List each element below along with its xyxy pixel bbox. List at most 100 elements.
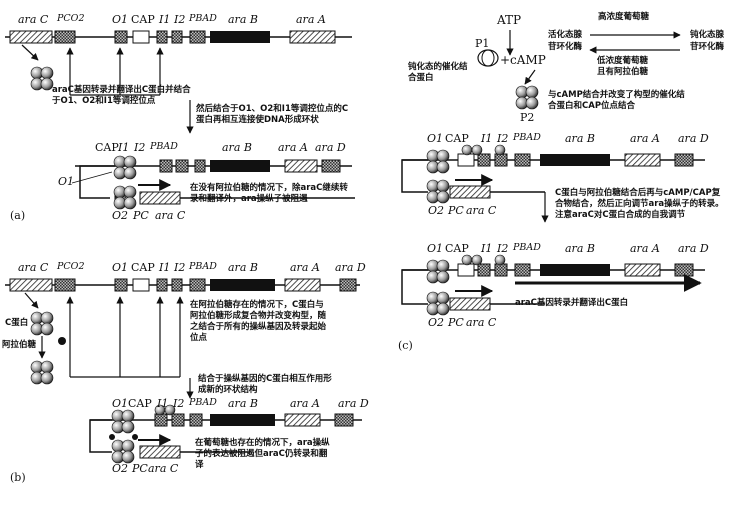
label-o1-a: O1 <box>112 13 129 26</box>
label-pc-b: PC <box>132 462 148 475</box>
label-ara-c-b: ara C <box>18 261 49 274</box>
label-i2-c1: I2 <box>497 132 509 145</box>
panel-b-tag: (b) <box>10 471 26 484</box>
protein-complex-c1 <box>426 144 506 204</box>
label-c-protein-b: C蛋白 <box>5 318 29 328</box>
gene-ara-b-box <box>210 31 270 43</box>
label-i1-c1: I1 <box>481 132 493 145</box>
panel-a-text3: 在没有阿拉伯糖的情况下，除araC继续转录和翻译外，ara操纵子被阻遏 <box>190 183 348 204</box>
label-ara-a-c1: ara A <box>630 132 660 145</box>
label-pc-c1: PC <box>448 204 464 217</box>
label-i1-a: I1 <box>159 13 171 26</box>
label-cap-a2: CAP <box>95 141 119 154</box>
gene-ara-c-box <box>9 30 53 44</box>
label-ara-d-c2: ara D <box>678 242 709 255</box>
label-binding: 与cAMP结合并改变了构型的催化结合蛋白和CAP位点结合 <box>548 90 685 111</box>
label-ara-b-b: ara B <box>228 261 258 274</box>
label-i1-b: I1 <box>159 261 171 274</box>
protein-complex-c2 <box>426 254 506 316</box>
label-pco2-a: PCO2 <box>57 13 85 24</box>
label-ara-b-c1: ara B <box>565 132 595 145</box>
gene-ara-a-box <box>289 30 336 44</box>
label-pbad-b2: PBAD <box>189 397 217 408</box>
label-cap-c2: CAP <box>445 242 469 255</box>
label-ara-a-c2: ara A <box>630 242 660 255</box>
label-pbad-c1: PBAD <box>513 132 541 143</box>
label-ara-d-a2: ara D <box>315 141 346 154</box>
label-i2-b: I2 <box>174 261 186 274</box>
panel-b-text3: 在葡萄糖也存在的情况下，ara操纵子的表达被阻遏但araC仍转录和翻译 <box>195 438 330 470</box>
panel-a-tag: (a) <box>10 209 26 222</box>
protein-complex-a <box>113 155 137 210</box>
c-protein-b-icon <box>30 311 54 336</box>
label-o2-b: O2 <box>112 462 129 475</box>
label-cap-b2: CAP <box>128 397 152 410</box>
label-passive: 钝化态腺 <box>690 30 725 40</box>
label-p2: P2 <box>520 111 535 124</box>
label-low-glucose: 低浓度葡萄糖 <box>597 56 649 66</box>
label-pbad-b: PBAD <box>189 261 217 272</box>
label-cyclase2: 苷环化酶 <box>690 42 725 52</box>
label-i1-b2: I1 <box>157 397 169 410</box>
label-i1-a2: I1 <box>118 141 130 154</box>
label-o2-a: O2 <box>112 209 129 222</box>
panel-c-tag: (c) <box>398 339 413 352</box>
label-ara-b-b2: ara B <box>228 397 258 410</box>
label-o1-b2: O1 <box>112 397 129 410</box>
label-pco2-b: PCO2 <box>57 261 85 272</box>
label-pc-a: PC <box>133 209 149 222</box>
label-i2-c2: I2 <box>497 242 509 255</box>
label-ara-d-b: ara D <box>335 261 366 274</box>
panel-c-text2: C蛋白与阿拉伯糖结合后再与cAMP/CAP复合物结合，然后正向调节ara操纵子的… <box>555 188 724 220</box>
label-arabinose-present: 且有阿拉伯糖 <box>597 67 649 77</box>
label-pbad-c2: PBAD <box>513 242 541 253</box>
complex-b-icon <box>30 360 54 385</box>
arabinose-icon <box>58 337 66 345</box>
label-cap-c1: CAP <box>445 132 469 145</box>
label-cap-b: CAP <box>131 261 155 274</box>
label-ara-b-a2: ara B <box>222 141 252 154</box>
label-arabinose-b: 阿拉伯糖 <box>2 340 37 350</box>
label-camp: +cAMP <box>500 53 546 67</box>
label-ara-c-a: ara C <box>18 13 49 26</box>
panel-a <box>5 30 355 210</box>
p2-protein-icon <box>515 85 539 110</box>
panel-a-text2: 然后结合于O1、O2和I1等调控位点的C蛋白再相互连接使DNA形成环状 <box>196 104 349 125</box>
label-ara-a-b2: ara A <box>290 397 320 410</box>
label-activate: 活化态腺 <box>548 30 583 40</box>
label-o1-b: O1 <box>112 261 129 274</box>
label-i2-a: I2 <box>174 13 186 26</box>
label-ara-a-a: ara A <box>296 13 326 26</box>
p1-ring-icon <box>477 49 499 67</box>
label-cap-a: CAP <box>131 13 155 26</box>
label-ara-c-a2: ara C <box>155 209 186 222</box>
panel-b-text2: 结合于操纵基因的C蛋白相互作用形成新的环状结构 <box>198 374 332 395</box>
label-ara-d-c1: ara D <box>678 132 709 145</box>
label-o1-c1: O1 <box>427 132 444 145</box>
label-i2-b2: I2 <box>173 397 185 410</box>
panel-c <box>401 30 705 316</box>
label-ara-b-a: ara B <box>228 13 258 26</box>
label-ara-a-a2: ara A <box>278 141 308 154</box>
label-atp: ATP <box>497 13 522 27</box>
label-i1-c2: I1 <box>481 242 493 255</box>
label-ara-d-b2: ara D <box>338 397 369 410</box>
label-ara-c-c1: ara C <box>466 204 497 217</box>
label-p1: P1 <box>475 37 490 50</box>
label-inactive-protein: 钝化态的催化结合蛋白 <box>408 62 468 83</box>
panel-c-text3: araC基因转录并翻译出C蛋白 <box>515 298 629 308</box>
label-pbad-a: PBAD <box>189 13 217 24</box>
label-ara-b-c2: ara B <box>565 242 595 255</box>
label-o1-loop-a: O1 <box>58 175 75 188</box>
label-pc-c2: PC <box>448 316 464 329</box>
label-o2-c1: O2 <box>428 204 445 217</box>
panel-b <box>5 278 362 464</box>
protein-complex-b <box>111 404 176 464</box>
label-cyclase: 苷环化酶 <box>548 42 583 52</box>
label-o1-c2: O1 <box>427 242 444 255</box>
label-ara-c-c2: ara C <box>466 316 497 329</box>
label-high-glucose: 高浓度葡萄糖 <box>598 12 650 22</box>
c-protein-icon <box>30 66 54 91</box>
